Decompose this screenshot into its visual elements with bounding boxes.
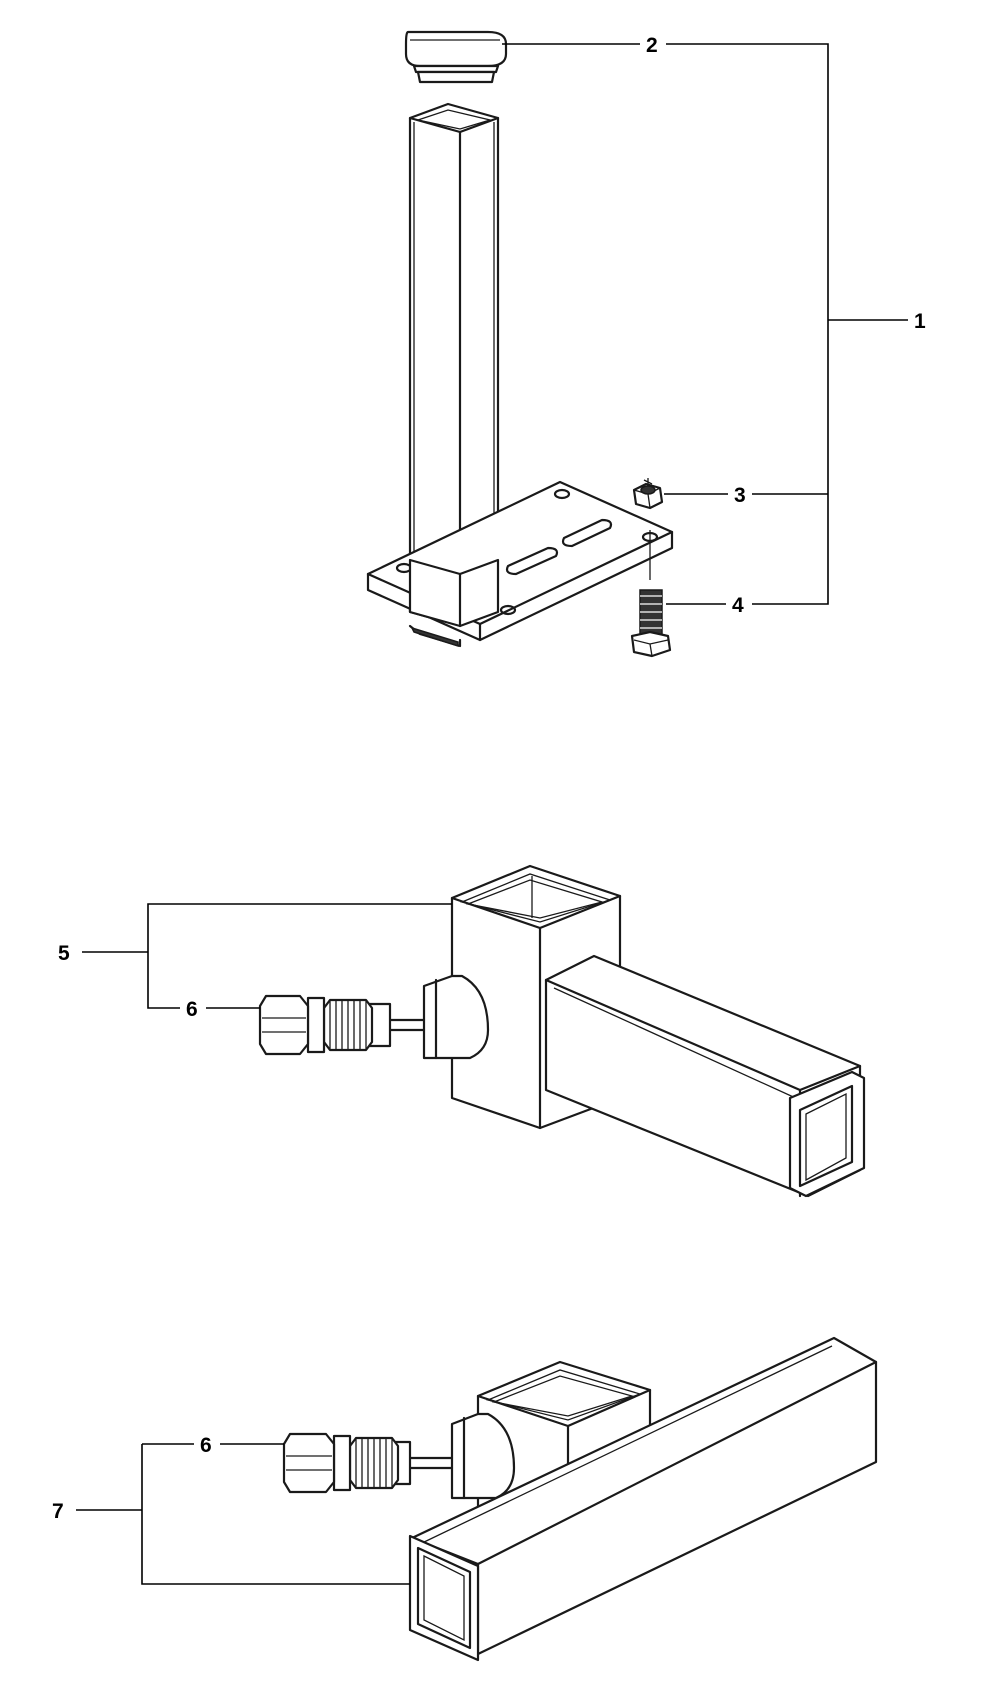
crossbar-tube <box>408 1336 878 1662</box>
callout-2: 2 <box>646 34 658 57</box>
callout-3: 3 <box>734 484 746 507</box>
callout-labels: 1 2 3 4 5 6 6 7 <box>52 34 926 1523</box>
horizontal-arm <box>544 954 866 1198</box>
leader-lines <box>76 43 908 1585</box>
callout-4: 4 <box>732 594 744 617</box>
fitting-boss <box>422 974 490 1060</box>
callout-6b: 6 <box>200 1434 212 1457</box>
bolt-part-4 <box>630 530 672 658</box>
nut-part-3 <box>632 478 664 510</box>
assembly-5-t-piece-short <box>258 864 866 1198</box>
end-cap-part-2 <box>404 30 508 84</box>
assembly-7-t-piece-long <box>282 1336 878 1662</box>
base-plate <box>366 480 674 648</box>
nipple-fitting-part-6b <box>282 1432 454 1494</box>
callout-1: 1 <box>914 310 926 333</box>
callout-5: 5 <box>58 942 70 965</box>
nipple-fitting-part-6a <box>258 994 426 1056</box>
callout-6a: 6 <box>186 998 198 1021</box>
callout-7: 7 <box>52 1500 64 1523</box>
assembly-1-upright-post <box>366 30 674 658</box>
